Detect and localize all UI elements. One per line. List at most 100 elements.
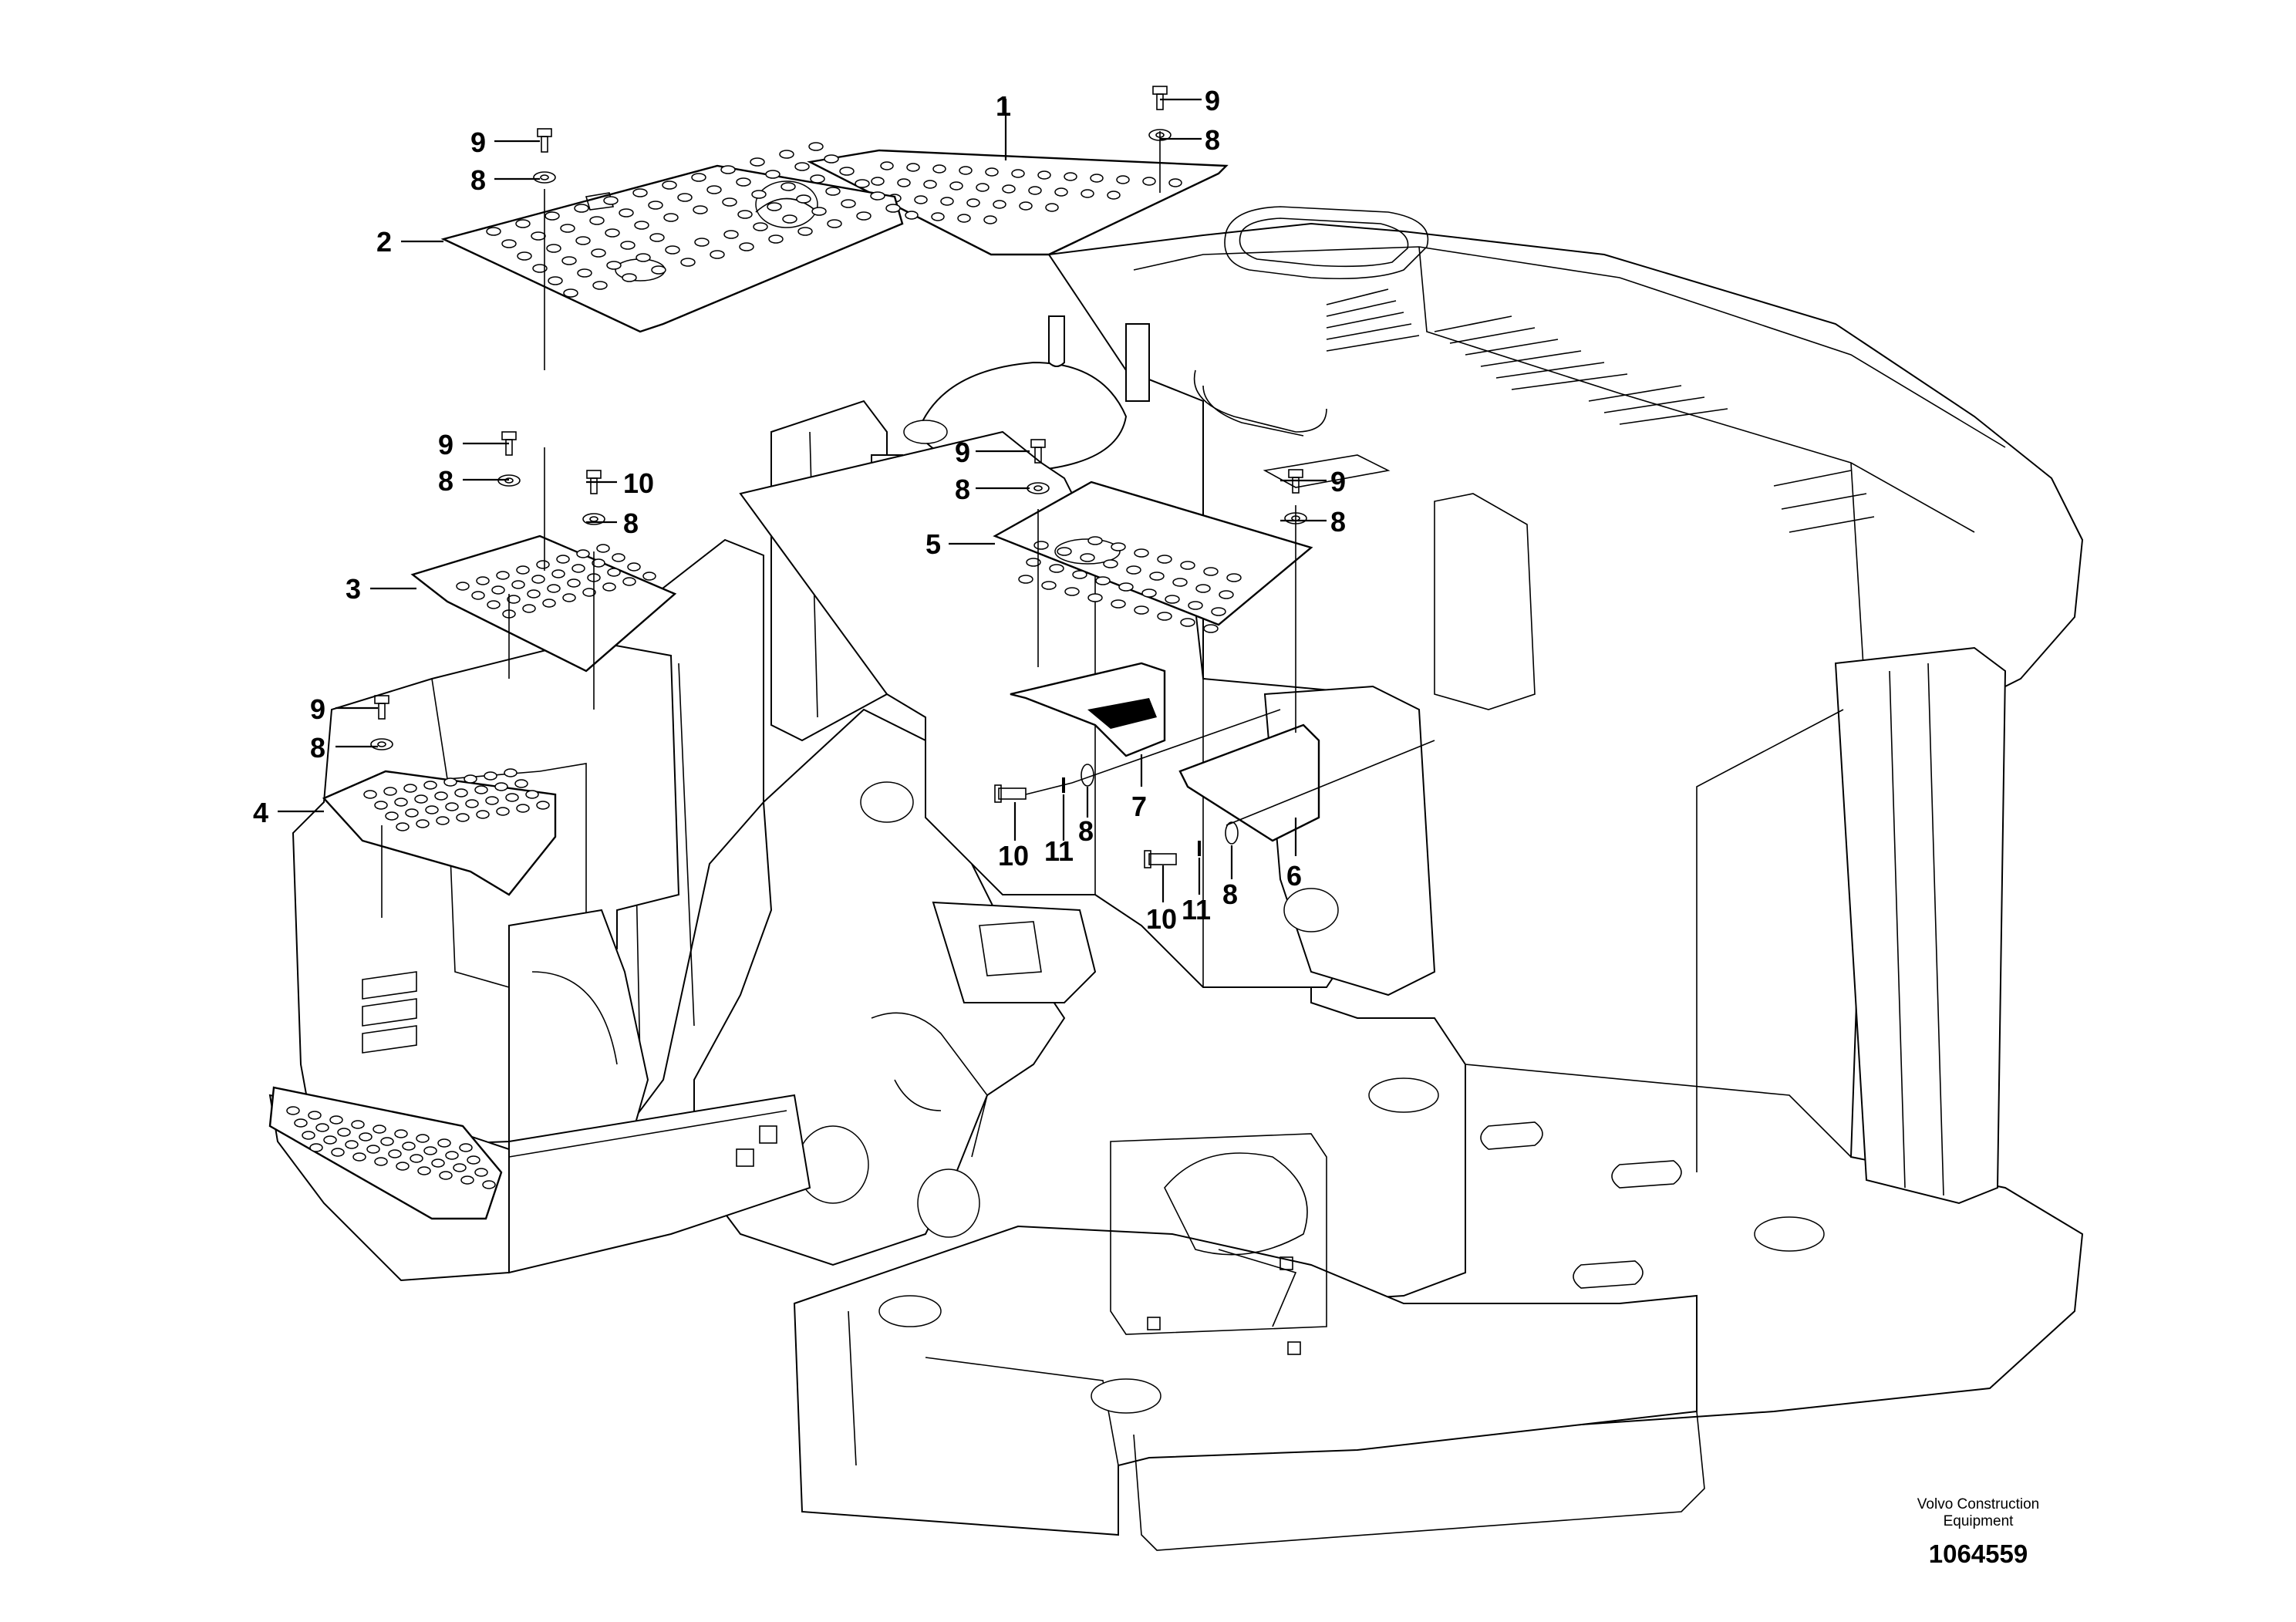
- plate-hole: [1203, 624, 1219, 633]
- plate-hole: [1172, 578, 1188, 587]
- plate-hole: [1002, 184, 1016, 194]
- plate-hole: [454, 788, 468, 798]
- plate-hole: [460, 1175, 474, 1185]
- plate-hole: [797, 227, 813, 236]
- plate-hole: [374, 801, 388, 810]
- plate-hole: [571, 564, 585, 573]
- plate-hole: [824, 154, 839, 164]
- plate-hole: [563, 288, 578, 298]
- plate-hole: [491, 585, 505, 595]
- plate-hole: [471, 591, 485, 600]
- plate-hole: [507, 595, 521, 604]
- plate-hole: [1141, 588, 1157, 598]
- plate-hole: [1049, 564, 1064, 573]
- bolt-icon: [537, 128, 552, 137]
- plate-hole: [589, 216, 605, 225]
- plate-hole: [487, 600, 501, 609]
- washer-icon: [533, 171, 556, 184]
- step-plate: [268, 1086, 503, 1220]
- plate-hole: [363, 790, 377, 799]
- callout-10: 10: [998, 840, 1029, 872]
- plate-hole: [352, 1152, 366, 1162]
- plate-hole: [808, 142, 824, 151]
- plate-hole: [431, 1158, 445, 1168]
- plate-hole: [423, 1146, 437, 1155]
- callout-8: 8: [1330, 506, 1346, 538]
- plate-hole: [665, 245, 680, 255]
- plate-hole: [607, 568, 621, 577]
- plate-hole: [308, 1111, 322, 1120]
- plate-hole: [476, 576, 490, 585]
- plate-hole: [1064, 587, 1080, 596]
- plate-hole: [897, 178, 911, 187]
- plate-hole: [634, 221, 649, 230]
- plate-hole: [445, 802, 459, 811]
- plate-2: [440, 142, 904, 333]
- plate-hole: [1118, 582, 1134, 592]
- plate-hole: [914, 195, 928, 204]
- plate-hole: [383, 787, 397, 796]
- plate-hole: [501, 239, 517, 248]
- plate-hole: [720, 165, 736, 174]
- plate-hole: [722, 197, 737, 207]
- plate-hole: [622, 577, 636, 586]
- callout-11: 11: [1182, 894, 1211, 926]
- plate-hole: [374, 1157, 388, 1166]
- plate-hole: [1026, 558, 1041, 567]
- plate-hole: [959, 166, 973, 175]
- plate-hole: [577, 268, 592, 278]
- plate-hole: [309, 1143, 323, 1152]
- plate-hole: [663, 213, 679, 222]
- plate-hole: [1054, 187, 1068, 197]
- plate-hole: [612, 553, 625, 562]
- assembly-lines: [381, 131, 1435, 918]
- plate-hole: [574, 204, 589, 213]
- plate-hole: [1219, 590, 1234, 599]
- plate-hole: [781, 182, 796, 191]
- plate-hole: [1095, 576, 1111, 585]
- plate-hole: [494, 782, 508, 791]
- plate-hole: [648, 201, 663, 210]
- washer-icon: [582, 513, 605, 525]
- plate-hole: [351, 1120, 365, 1129]
- plate-hole: [403, 784, 417, 793]
- callout-8: 8: [438, 465, 453, 497]
- callout-4: 4: [253, 797, 268, 828]
- callout-labels: 1 2 3 4 5 6 7 9 8 9 8 9 8 10 8 9 8 9 8 9…: [253, 85, 1346, 935]
- plate-hole: [1134, 605, 1149, 615]
- plate-hole: [1090, 174, 1104, 183]
- bolt-set-left: [994, 764, 1094, 803]
- plate-hole: [484, 771, 497, 781]
- plate-hole: [567, 578, 581, 588]
- plate-hole: [474, 1168, 488, 1177]
- plate-hole: [505, 793, 519, 802]
- plate-hole: [636, 253, 651, 262]
- plate-hole: [1180, 561, 1195, 570]
- plate-hole: [1087, 536, 1103, 545]
- plate-hole: [622, 273, 637, 282]
- plate-hole: [1134, 548, 1149, 558]
- plate-hole: [606, 261, 622, 270]
- callout-1: 1: [996, 90, 1011, 122]
- bolt-set-right: [1144, 821, 1239, 868]
- plate-hole: [504, 768, 518, 777]
- plate-hole: [592, 281, 608, 290]
- plate-hole: [294, 1118, 308, 1128]
- callout-5: 5: [925, 528, 941, 560]
- plate-hole: [531, 575, 545, 584]
- plate-hole: [1072, 570, 1087, 579]
- plate-hole: [642, 572, 656, 581]
- plate-hole: [985, 167, 999, 177]
- callout-9: 9: [310, 693, 325, 725]
- plate-hole: [437, 1138, 451, 1148]
- plate-4: [322, 768, 557, 896]
- plate-hole: [315, 1123, 329, 1132]
- plate-hole: [359, 1132, 373, 1141]
- plate-hole: [1142, 177, 1156, 186]
- plate-hole: [1103, 559, 1118, 568]
- plate-hole: [456, 813, 470, 822]
- plate-hole: [436, 816, 450, 825]
- plate-hole: [691, 173, 706, 182]
- plate-hole: [443, 777, 457, 787]
- plate-hole: [1111, 542, 1126, 551]
